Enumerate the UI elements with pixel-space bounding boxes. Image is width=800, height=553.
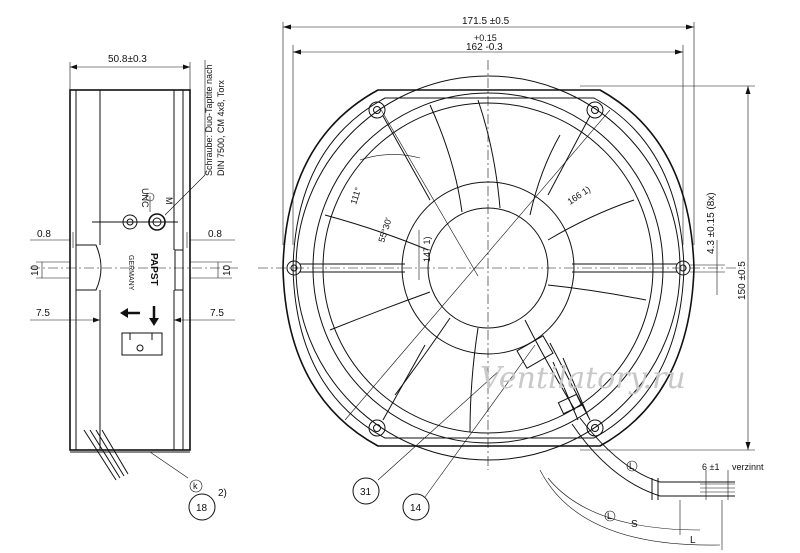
angle-111: 111° — [348, 186, 363, 206]
callout-14 — [402, 493, 430, 521]
callout-18 — [188, 493, 216, 521]
dia-147: 147 1) — [422, 236, 432, 262]
dim-left-10: 10 — [30, 264, 41, 276]
side-view: 50.8±0.3 UNC M Schraube: Duo-Taptite nac… — [30, 54, 240, 521]
dim-left-7-5: 7.5 — [36, 308, 50, 319]
lead-l1: L — [629, 461, 634, 471]
dia-166: 166 1) — [566, 184, 593, 207]
callout-31-label: 31 — [360, 487, 372, 498]
country-label: GERMANY — [127, 255, 134, 291]
screw-note-line2: DIN 7500, CM 4x8, Torx — [216, 80, 226, 176]
fan-housing — [282, 89, 695, 447]
screw-note-line1: Schraube: Duo-Taptite nach — [204, 64, 214, 176]
dim-right-10: 10 — [222, 264, 233, 276]
dim-right-0-8: 0.8 — [208, 229, 222, 240]
angle-55: 55°30' — [376, 216, 393, 243]
connector-plug — [121, 332, 163, 356]
strip-dim: 6 ±1 — [702, 462, 719, 472]
airflow-arrow-icon — [120, 306, 159, 326]
venturi-ring — [312, 92, 664, 444]
outer-width-dim: 171.5 ±0.5 — [462, 16, 510, 27]
callout-18-label: 18 — [196, 503, 208, 514]
watermark: Ventilatory.ru — [480, 361, 686, 396]
k-mark: k — [193, 481, 198, 491]
fan-blades — [324, 99, 647, 433]
callout-31 — [352, 477, 380, 505]
dim-left-0-8: 0.8 — [37, 229, 51, 240]
callout-14-label: 14 — [410, 503, 422, 514]
m-label: M — [164, 197, 174, 205]
screw-icon — [148, 213, 166, 231]
lead-l: L — [690, 535, 696, 546]
cable-lead: 6 ±1 verzinnt — [571, 417, 764, 500]
hub — [427, 207, 549, 329]
side-housing — [69, 89, 191, 451]
lead-l2: L — [607, 511, 612, 521]
brand-logo: PAPST — [148, 253, 159, 286]
height-dim: 150 ±0.5 — [737, 261, 748, 300]
side-width-dim: 50.8±0.3 — [108, 54, 147, 65]
dim-right-7-5: 7.5 — [210, 308, 224, 319]
front-view: 171.5 ±0.5 +0.15 162 -0.3 150 ±0.5 4.3 ±… — [258, 16, 764, 550]
inner-width-dim: 162 -0.3 — [466, 42, 503, 53]
tolerance-plus: +0.15 — [474, 33, 497, 43]
callout-note: 2) — [218, 488, 227, 499]
lead-s: S — [631, 519, 638, 530]
strip-note: verzinnt — [732, 462, 764, 472]
hole-dim: 4.3 ±0.15 (8x) — [706, 192, 717, 254]
unc-label: UNC — [140, 188, 150, 208]
